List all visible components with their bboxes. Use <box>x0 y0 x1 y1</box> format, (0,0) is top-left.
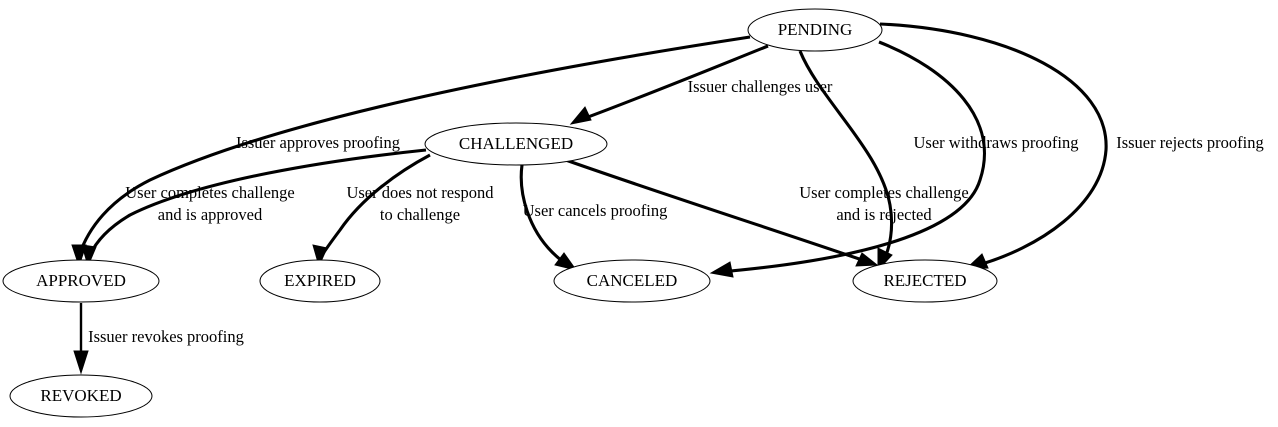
arrowhead-challenged-approved <box>81 244 97 268</box>
edge-path-pending-challenged <box>579 44 769 122</box>
node-label-revoked: REVOKED <box>40 386 121 405</box>
edge-challenged-to-canceled[interactable] <box>519 164 578 271</box>
edge-label-pending-challenged: Issuer challenges user <box>688 77 833 96</box>
edge-pending-to-rejected-issuer[interactable]: Issuer rejects proofing <box>879 22 1264 270</box>
node-approved[interactable]: APPROVED <box>2 259 160 303</box>
node-label-rejected: REJECTED <box>883 271 966 290</box>
edge-path-challenged-rejected <box>559 156 869 264</box>
node-ellipse-revoked <box>9 374 153 418</box>
edge-label-challenged-rejected-line1: User completes challenge <box>799 183 969 202</box>
arrowhead-approved-revoked <box>73 350 89 375</box>
edge-label-pending-canceled: User cancels proofing <box>523 201 668 220</box>
edge-pending-to-canceled[interactable]: User cancels proofing <box>523 40 986 278</box>
node-ellipse-rejected <box>852 259 998 303</box>
edge-path-challenged-approved <box>87 148 427 258</box>
node-pending[interactable]: PENDING <box>747 8 883 52</box>
node-label-expired: EXPIRED <box>284 271 356 290</box>
edge-approved-to-revoked[interactable]: Issuer revokes proofing <box>73 303 244 375</box>
node-ellipse-challenged <box>424 122 608 166</box>
edge-label-challenged-expired-line2: to challenge <box>380 205 460 224</box>
node-canceled[interactable]: CANCELED <box>553 259 711 303</box>
edge-pending-to-challenged[interactable]: Issuer challenges user <box>569 44 833 125</box>
node-revoked[interactable]: REVOKED <box>9 374 153 418</box>
node-challenged[interactable]: CHALLENGED <box>424 122 608 166</box>
edge-label-challenged-expired-line1: User does not respond <box>346 183 494 202</box>
edge-challenged-to-expired[interactable]: User does not respond to challenge <box>312 153 494 268</box>
edge-path-pending-rejected-withdraw <box>798 50 894 263</box>
edge-pending-to-rejected-withdraw[interactable]: User withdraws proofing <box>798 50 1079 272</box>
arrowhead-challenged-expired <box>312 244 328 268</box>
edge-path-pending-rejected-issuer <box>879 22 1108 268</box>
edge-path-pending-approved <box>77 35 751 257</box>
node-expired[interactable]: EXPIRED <box>259 259 381 303</box>
edge-label-challenged-rejected-line2: and is rejected <box>836 205 932 224</box>
node-label-challenged: CHALLENGED <box>459 134 573 153</box>
edge-label-approved-revoked: Issuer revokes proofing <box>88 327 244 346</box>
node-label-pending: PENDING <box>778 20 853 39</box>
node-label-approved: APPROVED <box>36 271 126 290</box>
node-ellipse-canceled <box>553 259 711 303</box>
edge-label-pending-rejected-withdraw: User withdraws proofing <box>914 133 1079 152</box>
arrowhead-pending-canceled <box>709 261 734 278</box>
arrowhead-challenged-canceled <box>554 252 578 271</box>
edge-challenged-to-approved[interactable]: User completes challenge and is approved <box>81 148 427 268</box>
node-label-canceled: CANCELED <box>587 271 678 290</box>
node-ellipse-approved <box>2 259 160 303</box>
edge-label-pending-rejected-issuer: Issuer rejects proofing <box>1116 133 1264 152</box>
edge-challenged-to-rejected[interactable]: User completes challenge and is rejected <box>559 156 969 267</box>
edge-pending-to-approved[interactable]: Issuer approves proofing <box>71 35 751 268</box>
node-ellipse-pending <box>747 8 883 52</box>
node-rejected[interactable]: REJECTED <box>852 259 998 303</box>
arrowhead-challenged-rejected <box>855 252 879 267</box>
edge-label-challenged-approved-line1: User completes challenge <box>125 183 295 202</box>
edge-path-pending-canceled <box>719 40 986 274</box>
edge-label-pending-approved: Issuer approves proofing <box>236 133 400 152</box>
arrowhead-pending-challenged <box>569 106 592 125</box>
arrowhead-pending-approved <box>71 244 87 268</box>
node-ellipse-expired <box>259 259 381 303</box>
edge-label-challenged-approved-line2: and is approved <box>158 205 263 224</box>
